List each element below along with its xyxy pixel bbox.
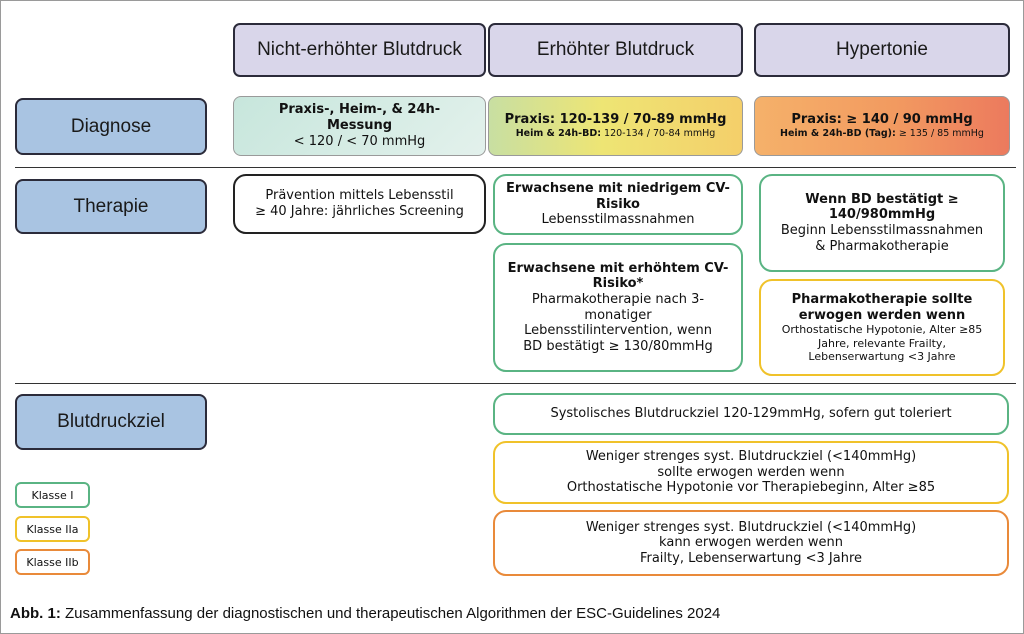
therapie-high-risk-title1: Erwachsene mit erhöhtem CV- — [507, 260, 729, 276]
therapie-non-elevated-line2: ≥ 40 Jahre: jährliches Screening — [255, 204, 464, 219]
target-class2a-title2: sollte erwogen werden wenn — [657, 464, 845, 480]
therapie-high-risk-body2: monatiger — [584, 307, 652, 323]
diagnose-hypertension-line2-label: Heim & 24h-BD (Tag): — [780, 128, 896, 140]
diagnose-elevated-line1: Praxis: 120-139 / 70-89 mmHg — [504, 111, 727, 127]
row-divider-1 — [15, 167, 1016, 168]
therapie-high-risk-title2: Risiko* — [592, 276, 644, 292]
diagnose-hypertension-line2: Heim & 24h-BD (Tag): ≥ 135 / 85 mmHg — [780, 128, 984, 140]
diagnose-non-elevated-line1: Praxis-, Heim-, & 24h- — [278, 101, 441, 117]
caption-text: Zusammenfassung der diagnostischen und t… — [60, 605, 721, 622]
diagnose-elevated-line2: Heim & 24h-BD: 120-134 / 70-84 mmHg — [516, 128, 716, 140]
target-class2b: Weniger strenges syst. Blutdruckziel (<1… — [493, 510, 1009, 576]
target-class2a-title1: Weniger strenges syst. Blutdruckziel (<1… — [585, 449, 917, 465]
therapie-consider-body3: Lebenserwartung <3 Jahre — [808, 349, 956, 363]
figure-caption: Abb. 1: Zusammenfassung der diagnostisch… — [10, 605, 720, 622]
legend-class1: Klasse I — [15, 482, 90, 508]
therapie-elevated-low-risk: Erwachsene mit niedrigem CV- Risiko Lebe… — [493, 174, 743, 235]
diagnose-elevated-line2-label: Heim & 24h-BD: — [515, 128, 602, 140]
row-divider-2 — [15, 383, 1016, 384]
diagnose-hypertension-line1: Praxis: ≥ 140 / 90 mmHg — [791, 111, 973, 127]
therapie-consider-title1: Pharmakotherapie sollte — [791, 292, 973, 308]
therapie-high-risk-body3: Lebensstilintervention, wenn — [524, 323, 712, 339]
therapie-confirmed-body2: & Pharmakotherapie — [815, 238, 949, 254]
therapie-low-risk-title1: Erwachsene mit niedrigem CV- — [506, 181, 730, 197]
diagnose-hypertension-line2-value: ≥ 135 / 85 mmHg — [895, 128, 984, 140]
target-class1-text: Systolisches Blutdruckziel 120-129mmHg, … — [550, 406, 952, 422]
legend-class2b: Klasse IIb — [15, 549, 90, 575]
therapie-low-risk-body: Lebensstilmassnahmen — [541, 212, 695, 228]
target-class2a-body: Orthostatische Hypotonie vor Therapiebeg… — [566, 480, 936, 496]
therapie-non-elevated-line1: Prävention mittels Lebensstil — [265, 188, 454, 204]
column-header-hypertension: Hypertonie — [754, 23, 1010, 77]
therapie-high-risk-body4: BD bestätigt ≥ 130/80mmHg — [523, 338, 713, 354]
target-class2b-title1: Weniger strenges syst. Blutdruckziel (<1… — [585, 519, 917, 535]
diagnose-non-elevated-line3: < 120 / < 70 mmHg — [293, 134, 426, 150]
diagnose-non-elevated: Praxis-, Heim-, & 24h- Messung < 120 / <… — [233, 96, 486, 156]
diagnose-non-elevated-line2: Messung — [326, 117, 393, 133]
diagnose-elevated: Praxis: 120-139 / 70-89 mmHg Heim & 24h-… — [488, 96, 743, 156]
therapie-consider-title2: erwogen werden wenn — [798, 307, 966, 323]
legend-class2a: Klasse IIa — [15, 516, 90, 542]
row-label-blutdruckziel: Blutdruckziel — [15, 394, 207, 450]
therapie-consider-body2: Jahre, relevante Frailty, — [818, 336, 946, 350]
therapie-confirmed-title1: Wenn BD bestätigt ≥ — [805, 191, 959, 207]
target-class2b-title2: kann erwogen werden wenn — [659, 535, 843, 551]
column-header-elevated: Erhöhter Blutdruck — [488, 23, 743, 77]
row-label-therapie: Therapie — [15, 179, 207, 234]
therapie-low-risk-title2: Risiko — [596, 196, 640, 212]
target-class1: Systolisches Blutdruckziel 120-129mmHg, … — [493, 393, 1009, 435]
therapie-high-risk-body1: Pharmakotherapie nach 3- — [531, 291, 705, 307]
therapie-elevated-high-risk: Erwachsene mit erhöhtem CV- Risiko* Phar… — [493, 243, 743, 372]
therapie-non-elevated: Prävention mittels Lebensstil ≥ 40 Jahre… — [233, 174, 486, 234]
target-class2a: Weniger strenges syst. Blutdruckziel (<1… — [493, 441, 1009, 504]
caption-label: Abb. 1: — [10, 605, 61, 622]
therapie-consider-body1: Orthostatische Hypotonie, Alter ≥85 — [781, 323, 983, 337]
row-label-diagnose: Diagnose — [15, 98, 207, 155]
therapie-hypertension-confirmed: Wenn BD bestätigt ≥ 140/980mmHg Beginn L… — [759, 174, 1005, 272]
diagnose-elevated-line2-value: 120-134 / 70-84 mmHg — [601, 128, 716, 140]
target-class2b-body: Frailty, Lebenserwartung <3 Jahre — [639, 550, 863, 566]
therapie-confirmed-title2: 140/980mmHg — [828, 207, 936, 223]
diagnose-hypertension: Praxis: ≥ 140 / 90 mmHg Heim & 24h-BD (T… — [754, 96, 1010, 156]
therapie-hypertension-consider: Pharmakotherapie sollte erwogen werden w… — [759, 279, 1005, 376]
column-header-non-elevated: Nicht-erhöhter Blutdruck — [233, 23, 486, 77]
therapie-confirmed-body1: Beginn Lebensstilmassnahmen — [780, 223, 984, 238]
